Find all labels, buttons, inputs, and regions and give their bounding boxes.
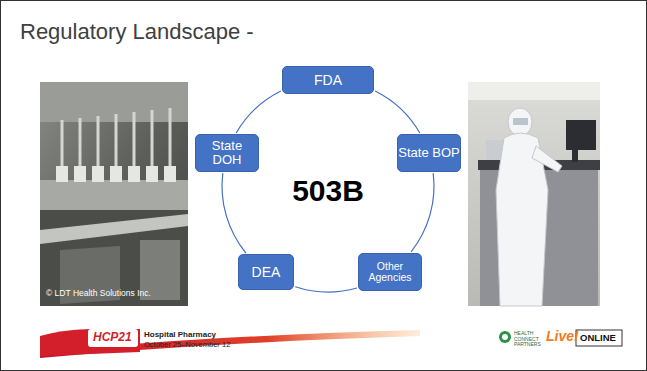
agency-box: DEA <box>238 254 294 290</box>
agency-name: State BOP <box>398 146 459 160</box>
slide-title: Regulatory Landscape - <box>20 20 254 44</box>
center-label: 503B <box>292 174 364 207</box>
conference-logo: HCP21 <box>93 331 132 344</box>
conference-dates: October 25–November 12 <box>144 341 230 349</box>
production-line-photo <box>40 82 188 306</box>
agency-name: DEA <box>252 265 281 280</box>
agency-box: State BOP <box>397 134 461 172</box>
agency-box: FDA <box>282 66 374 94</box>
agency-box: Other Agencies <box>358 253 422 291</box>
agency-name: Other Agencies <box>359 261 421 283</box>
agency-box: State DOH <box>195 134 259 172</box>
cycle-arc <box>236 91 281 133</box>
agency-name: State DOH <box>196 139 258 166</box>
cycle-arc <box>375 91 420 133</box>
watermark: © LDT Health Solutions Inc. <box>46 289 151 298</box>
conference-name: Hospital Pharmacy <box>144 331 216 340</box>
sponsor-logo: HEALTH CONNECT PARTNERS <box>514 331 548 348</box>
live-logo: Live! <box>546 329 579 344</box>
agency-name: FDA <box>314 73 342 88</box>
cycle-arc <box>295 287 357 292</box>
conference-banner <box>40 329 622 358</box>
cycle-arc <box>411 173 434 252</box>
cleanroom-photo <box>468 82 600 306</box>
online-logo: ONLINE <box>580 333 616 343</box>
cycle-arc <box>222 173 246 253</box>
